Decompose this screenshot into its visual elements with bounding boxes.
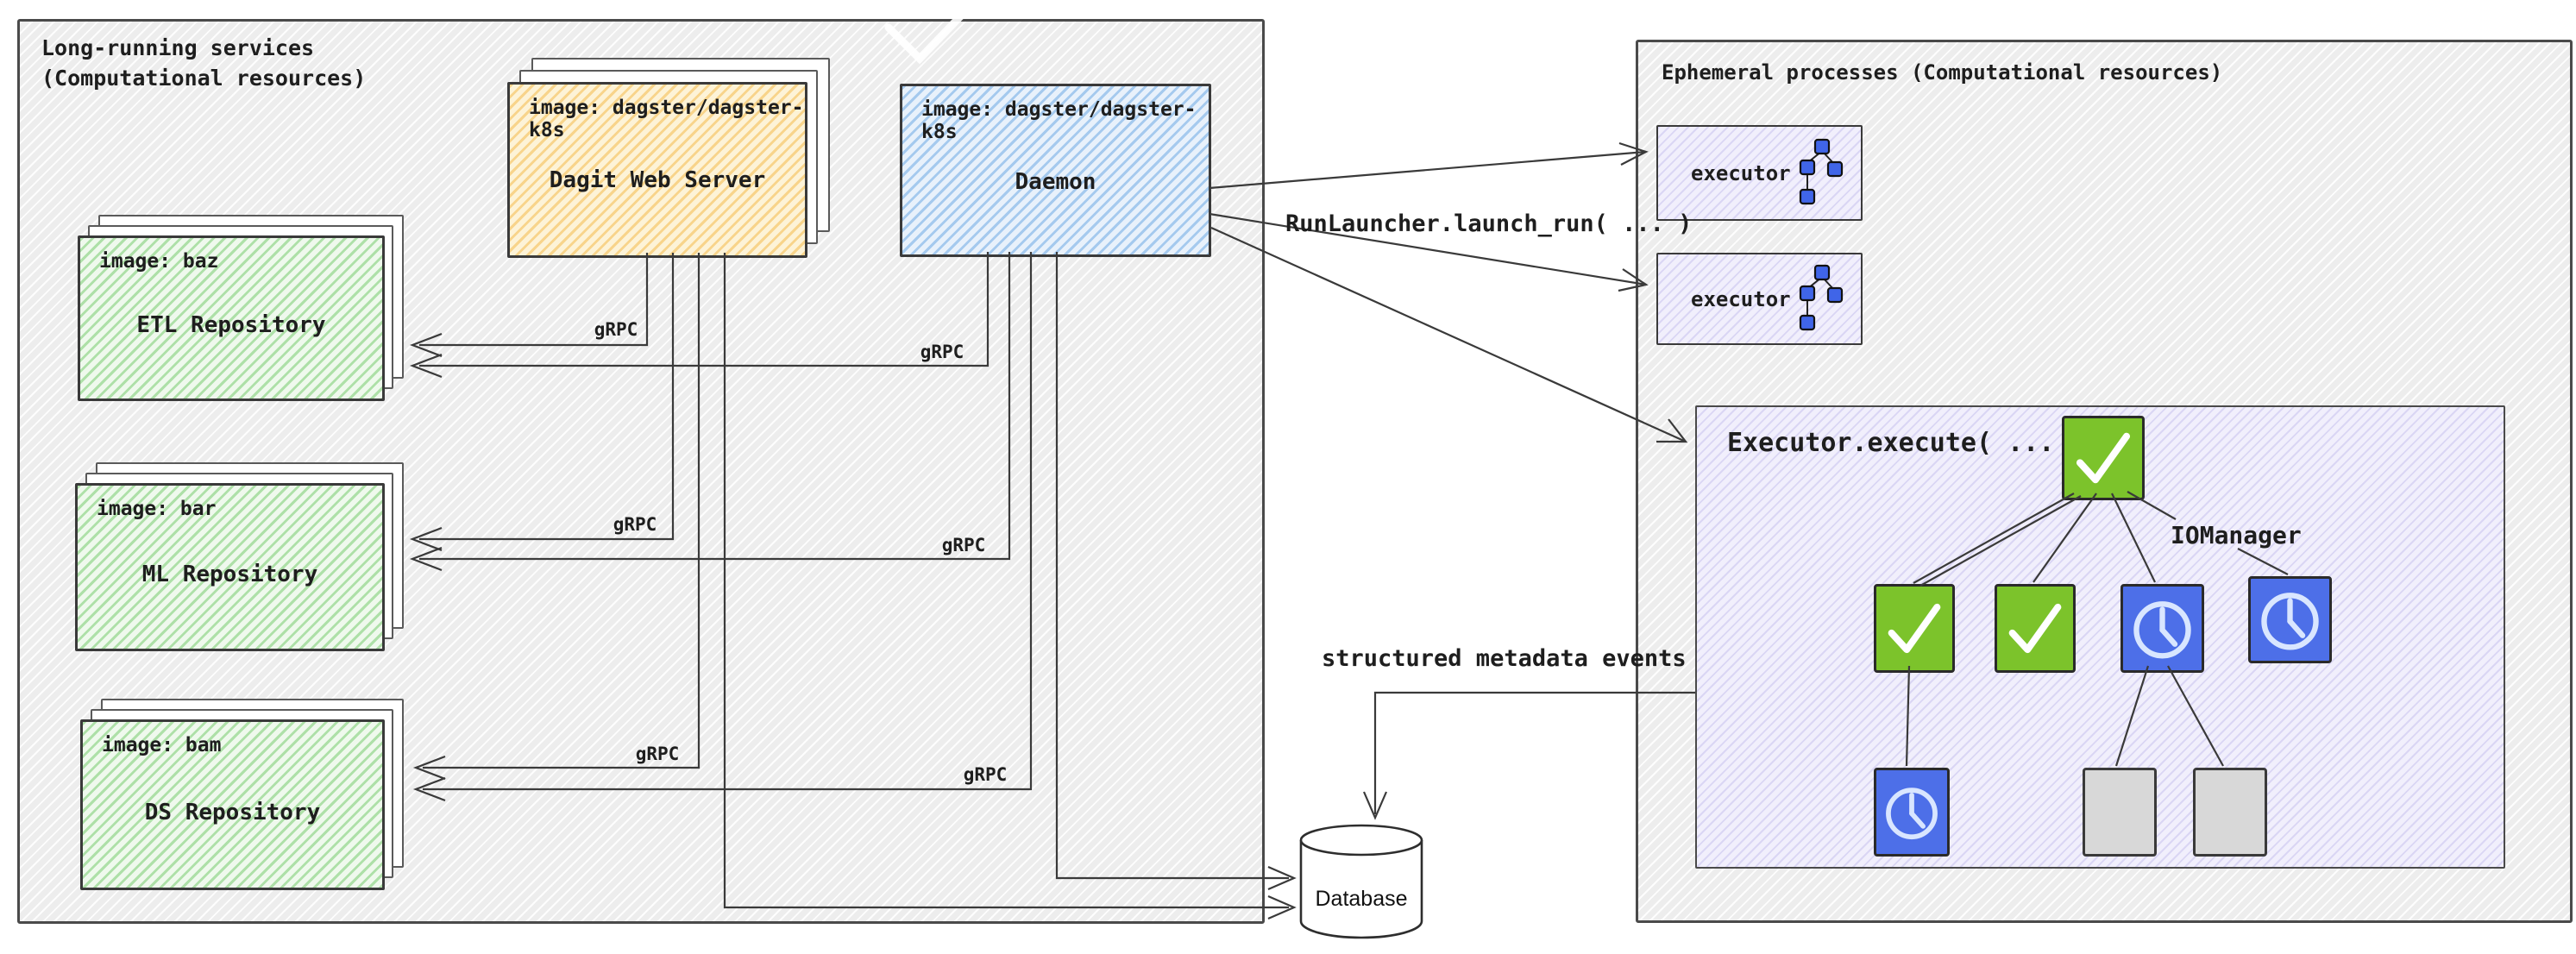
grpc-label-daemon-etl: gRPC: [920, 342, 964, 362]
daemon-name: Daemon: [1015, 169, 1096, 195]
clock-icon: [1886, 788, 1938, 840]
dag-graph-icon: [1799, 264, 1844, 330]
step-node-success-2: [1995, 584, 2076, 673]
database-label: Database: [1315, 887, 1408, 911]
clock-icon: [2133, 601, 2191, 659]
ml-repository-name: ML Repository: [141, 562, 318, 587]
executor-process-1: executor: [1656, 125, 1863, 221]
grpc-label-dagit-etl: gRPC: [594, 319, 638, 340]
executor-1-label: executor: [1691, 160, 1791, 185]
left-panel-title-line2: (Computational resources): [41, 66, 367, 91]
structured-metadata-events-label: structured metadata events: [1322, 645, 1687, 672]
dag-graph-icon: [1799, 138, 1844, 204]
ds-repository-name: DS Repository: [144, 800, 321, 825]
dagit-name: Dagit Web Server: [549, 167, 766, 193]
executor-execute-box: Executor.execute( ... ) IOManager: [1695, 405, 2505, 869]
etl-repository-box: image: baz ETL Repository: [78, 235, 385, 401]
etl-repository-name: ETL Repository: [136, 312, 326, 338]
etl-image-label: image: baz: [99, 250, 219, 273]
grpc-label-daemon-ml: gRPC: [941, 535, 986, 555]
daemon-box: image: dagster/dagster-k8s Daemon: [900, 84, 1211, 257]
step-node-pending-1: [2120, 584, 2204, 673]
step-node-success-root: [2062, 416, 2145, 500]
run-launcher-label: RunLauncher.launch_run( ... ): [1285, 210, 1693, 237]
step-node-success-1: [1874, 584, 1955, 673]
dagit-web-server-box: image: dagster/dagster-k8s Dagit Web Ser…: [507, 82, 807, 258]
check-icon: [2008, 603, 2062, 654]
left-panel-title-line1: Long-running services: [41, 35, 315, 60]
io-manager-label: IOManager: [2171, 521, 2302, 549]
grpc-label-daemon-ds: gRPC: [963, 764, 1008, 785]
step-node-pending-2: [2248, 576, 2332, 663]
check-icon: [2076, 432, 2131, 484]
executor-process-2: executor: [1656, 253, 1863, 345]
executor-2-label: executor: [1691, 286, 1791, 311]
step-node-skipped-1: [2083, 768, 2157, 857]
ds-image-label: image: bam: [102, 734, 222, 756]
ml-repository-box: image: bar ML Repository: [75, 483, 385, 651]
check-icon: [1888, 603, 1941, 654]
step-node-pending-3: [1874, 768, 1950, 857]
executor-execute-title: Executor.execute( ... ): [1727, 428, 2086, 458]
ml-image-label: image: bar: [97, 498, 217, 520]
grpc-label-dagit-ds: gRPC: [635, 744, 680, 764]
dagit-image-label: image: dagster/dagster-k8s: [529, 97, 804, 141]
database-cylinder-icon: [1299, 824, 1423, 939]
daemon-image-label: image: dagster/dagster-k8s: [921, 98, 1197, 143]
ds-repository-box: image: bam DS Repository: [80, 719, 385, 890]
left-panel-title: Long-running services (Computational reso…: [41, 33, 366, 93]
right-panel-title: Ephemeral processes (Computational resou…: [1662, 60, 2223, 85]
clock-icon: [2261, 593, 2319, 650]
grpc-label-dagit-ml: gRPC: [613, 514, 657, 535]
step-node-skipped-2: [2193, 768, 2267, 857]
